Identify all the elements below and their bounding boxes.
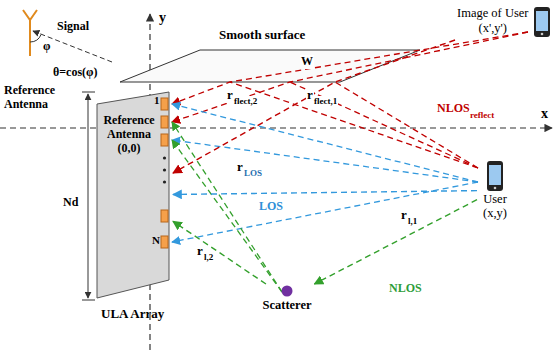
phone-screen bbox=[536, 11, 548, 31]
angle-symbol: φ bbox=[42, 40, 52, 54]
antenna-element bbox=[161, 98, 168, 110]
phone-icon bbox=[485, 160, 505, 192]
antenna-element bbox=[161, 210, 168, 222]
smooth-surface bbox=[120, 50, 420, 82]
angle-formula: θ=cos(φ) bbox=[52, 66, 99, 80]
image-of-user: Image of User(x',y') bbox=[455, 4, 558, 40]
scattered-ray bbox=[172, 140, 282, 292]
phone-body bbox=[487, 161, 503, 191]
surface-label: Smooth surface bbox=[218, 28, 306, 43]
phone-body bbox=[534, 7, 550, 37]
ula-array-panel-text-1: ULA Array bbox=[101, 306, 164, 322]
distance-subscript: l,2 bbox=[203, 252, 214, 262]
antenna-mast bbox=[29, 18, 31, 56]
distance-subscript: flect,1 bbox=[313, 96, 338, 106]
ula-array-panel: Reference Antenna (0,0)ULA Array bbox=[95, 90, 173, 300]
ellipsis-dot bbox=[163, 180, 166, 183]
antenna-element bbox=[161, 134, 168, 146]
phone-screen bbox=[489, 165, 501, 185]
dimension-tick bbox=[82, 92, 95, 93]
user-device-text-1: (x,y) bbox=[483, 206, 507, 220]
distance-subscript: LOS bbox=[243, 168, 263, 178]
los-ray bbox=[172, 140, 478, 182]
antenna-element bbox=[161, 116, 168, 128]
path-type-label: NLOS bbox=[388, 282, 423, 296]
antenna-head bbox=[23, 10, 37, 20]
distance-subscript: flect,2 bbox=[233, 96, 258, 106]
dimension-line bbox=[88, 94, 89, 298]
path-type-label: NLOS bbox=[436, 102, 471, 116]
image-text-column: Image of User(x',y') bbox=[457, 6, 529, 36]
user-device-text-0: User bbox=[483, 192, 507, 206]
phone-icon bbox=[532, 6, 552, 38]
reflected-path bbox=[173, 40, 455, 173]
width-label: W bbox=[300, 55, 314, 69]
incident-ray bbox=[230, 82, 478, 168]
phone-button bbox=[494, 187, 497, 190]
incident-ray bbox=[335, 82, 478, 168]
x-axis bbox=[0, 127, 552, 128]
incident-ray bbox=[290, 82, 478, 168]
angle-arc bbox=[30, 35, 41, 43]
path-type-subscript: reflect bbox=[469, 110, 495, 120]
array-panel bbox=[97, 92, 169, 298]
scatterer-point-text-0: Scatterer bbox=[262, 298, 311, 312]
image-of-user-text-1: (x',y') bbox=[479, 21, 507, 36]
scatter-path bbox=[314, 200, 477, 284]
los-ray bbox=[172, 182, 478, 242]
phone-button bbox=[540, 33, 543, 36]
path-type-label: LOS bbox=[258, 200, 284, 214]
scattered-path bbox=[173, 221, 266, 284]
element-index: 1 bbox=[153, 94, 161, 107]
antenna-element bbox=[161, 236, 168, 248]
scatterer-point: Scatterer bbox=[256, 284, 318, 312]
ellipsis-dot bbox=[163, 156, 166, 159]
signal-label: Signal bbox=[56, 20, 90, 34]
element-index: N bbox=[151, 234, 161, 247]
scatterer-dot-fill bbox=[282, 286, 293, 297]
scatterer-dot bbox=[280, 284, 294, 298]
y-axis-label: y bbox=[158, 10, 167, 26]
dimension-tick bbox=[82, 300, 95, 301]
image-of-user-text-0: Image of User bbox=[457, 6, 529, 21]
distance-subscript: l,1 bbox=[407, 216, 418, 226]
x-axis-label: x bbox=[540, 106, 549, 122]
reference-antenna-label: Reference Antenna bbox=[3, 84, 69, 112]
ula-array-panel-text-0: Reference Antenna (0,0) bbox=[99, 114, 159, 155]
los-path bbox=[173, 191, 477, 195]
signal-ray bbox=[33, 31, 112, 62]
ellipsis-dot bbox=[163, 168, 166, 171]
height-label: Nd bbox=[62, 196, 79, 210]
user-device: User(x,y) bbox=[477, 160, 513, 221]
los-ray bbox=[172, 104, 478, 182]
